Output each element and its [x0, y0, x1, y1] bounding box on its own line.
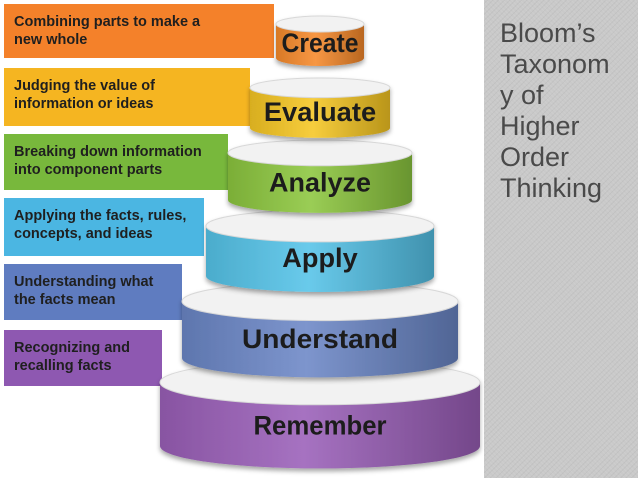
pyramid-svg: Combining parts to make a new wholeJudgin…: [4, 4, 481, 469]
tier-label-evaluate: Evaluate: [264, 97, 376, 127]
tier-band-remember: Recognizing and recalling facts: [4, 330, 162, 386]
tier-description-line: the facts mean: [14, 292, 116, 308]
tier-description-line: Combining parts to make a: [14, 14, 201, 30]
tier-description-line: Applying the facts, rules,: [14, 208, 186, 224]
band-background: [4, 264, 182, 320]
tier-description-line: new whole: [14, 32, 87, 48]
band-background: [4, 198, 204, 256]
band-background: [4, 134, 228, 190]
cylinder-top: [249, 77, 391, 99]
tier-cylinder-apply: Apply: [205, 209, 435, 292]
cylinder-body: [276, 24, 364, 66]
tier-description-line: Breaking down information: [14, 144, 202, 160]
cylinder-body: [160, 382, 480, 469]
tier-band-analyze: Breaking down information into component …: [4, 134, 228, 190]
tier-description-line: Judging the value of: [14, 78, 155, 94]
tier-label-understand: Understand: [242, 324, 398, 354]
tier-label-analyze: Analyze: [269, 168, 371, 198]
tier-description-line: into component parts: [14, 162, 162, 178]
tier-label-remember: Remember: [253, 411, 387, 441]
tier-band-apply: Applying the facts, rules, concepts, and …: [4, 198, 204, 256]
tier-cylinder-evaluate: Evaluate: [249, 77, 391, 138]
cylinder-top: [227, 139, 413, 167]
cylinder-body: [182, 301, 458, 378]
tier-cylinder-understand: Understand: [181, 281, 459, 378]
cylinder-top: [275, 15, 365, 33]
tier-description-line: concepts, and ideas: [14, 226, 153, 242]
cylinder-body: [228, 152, 412, 213]
side-title: Bloom’s Taxonom y of Higher Order Thinki…: [500, 18, 610, 203]
tier-cylinder-analyze: Analyze: [227, 139, 413, 213]
tier-label-apply: Apply: [282, 243, 357, 273]
cylinder-body: [250, 87, 390, 138]
band-background: [4, 68, 250, 126]
tier-band-create: Combining parts to make a new whole: [4, 4, 274, 58]
tier-band-evaluate: Judging the value of information or ideas: [4, 68, 250, 126]
side-panel: Bloom’s Taxonom y of Higher Order Thinki…: [484, 0, 638, 478]
tier-description-line: Understanding what: [14, 274, 154, 290]
band-background: [4, 330, 162, 386]
tier-description-line: information or ideas: [14, 96, 153, 112]
tier-cylinder-create: Create: [275, 15, 365, 66]
cylinder-top: [205, 209, 435, 243]
tier-label-create: Create: [282, 28, 359, 58]
band-background: [4, 4, 274, 58]
tier-band-understand: Understanding what the facts mean: [4, 264, 182, 320]
cylinder-body: [206, 225, 434, 292]
tier-description-line: Recognizing and: [14, 340, 130, 356]
tier-description-line: recalling facts: [14, 358, 112, 374]
